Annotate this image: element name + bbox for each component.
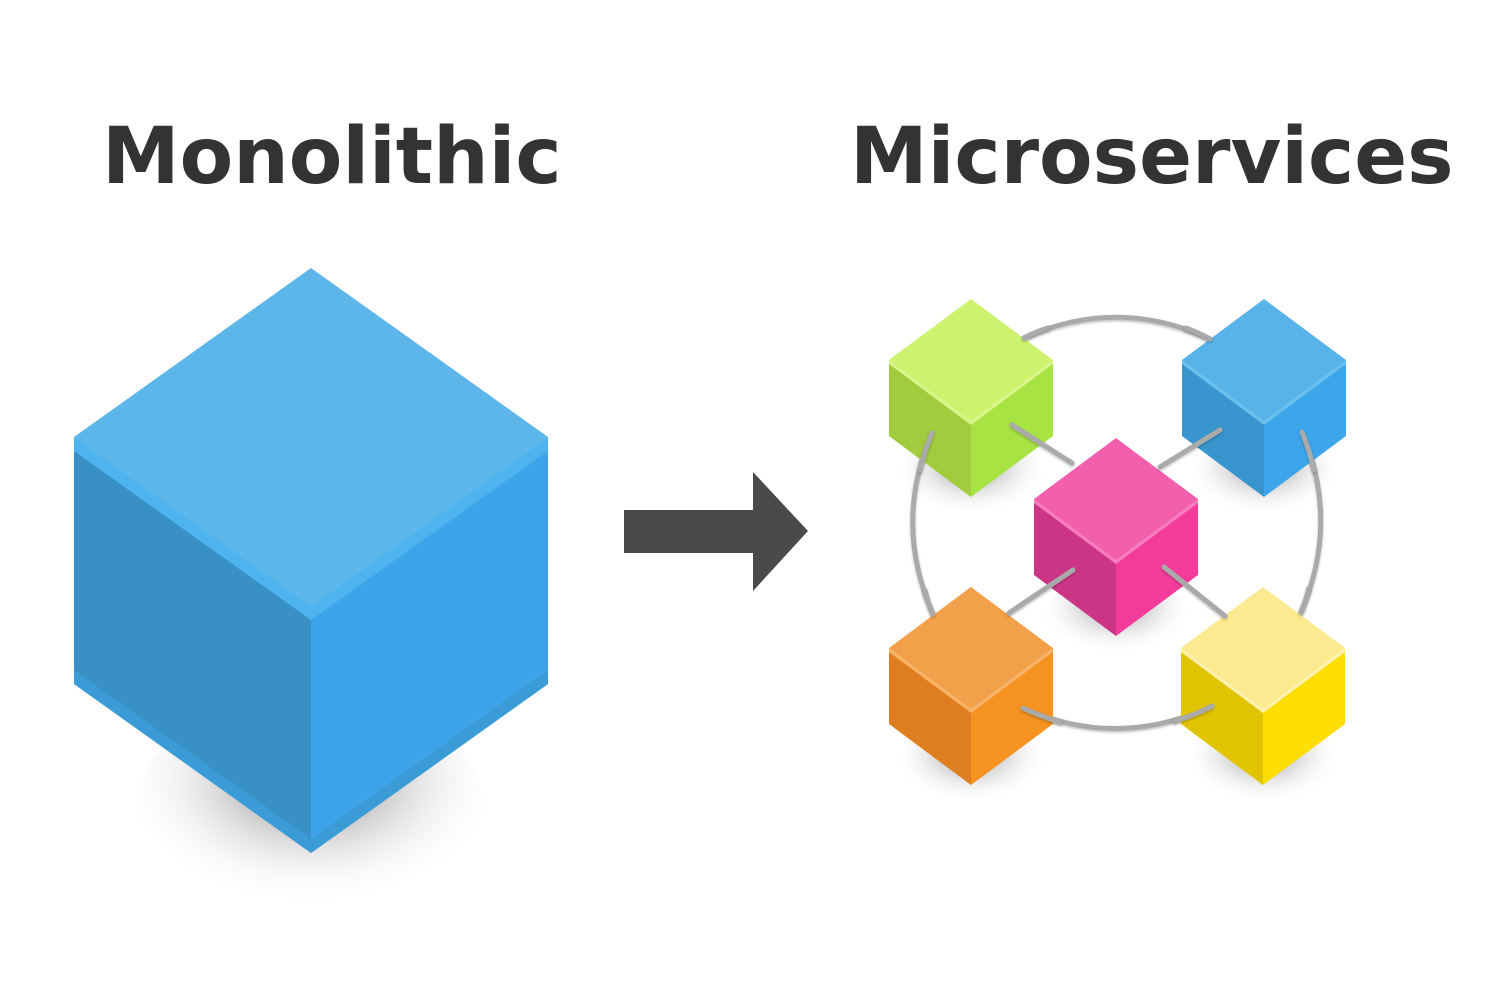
service-cube-green-top-face: [889, 299, 1053, 421]
arc-end-green-top: [1021, 325, 1051, 341]
service-cubes: [889, 299, 1346, 785]
service-cube-yellow-top-face: [1181, 587, 1345, 709]
service-cube-orange-left-face: [889, 648, 971, 785]
service-cube-blue-right-face: [1264, 360, 1346, 497]
arc-end-yellow-bottom: [1172, 703, 1215, 724]
service-cube-orange: [889, 587, 1053, 785]
service-cube-pink: [1034, 438, 1198, 636]
right-arrow-icon: [624, 472, 808, 591]
arc-end-green-left: [917, 430, 935, 473]
monolithic-title: Monolithic: [102, 112, 562, 202]
spoke-orange-pink: [1006, 567, 1076, 616]
service-cube-blue: [1182, 299, 1346, 497]
service-cube-pink-top-face: [1034, 438, 1198, 560]
service-cube-orange-right-face: [971, 648, 1053, 785]
arc-end-yellow-right: [1298, 585, 1312, 615]
service-cube-green-right-face: [971, 360, 1053, 497]
service-cube-pink-left-face: [1034, 499, 1116, 636]
arc-end-blue-right: [1299, 429, 1317, 473]
arc-end-orange-left: [922, 587, 936, 617]
service-cube-green-left-face: [889, 360, 971, 497]
service-cube-blue-top-face: [1182, 299, 1346, 421]
spoke-green-pink: [1009, 422, 1075, 466]
spoke-yellow-pink: [1161, 564, 1228, 619]
monolith-top-face: [74, 268, 548, 606]
arc-end-blue-top: [1183, 325, 1213, 342]
service-cube-yellow-left-face: [1181, 648, 1263, 785]
connector-arc-top: [1021, 314, 1213, 342]
monolith-right-face: [311, 437, 548, 853]
service-cube-yellow-right-face: [1263, 648, 1345, 785]
service-cube-blue-left-face: [1182, 360, 1264, 497]
arc-end-orange-bottom: [1020, 705, 1063, 725]
spoke-blue-pink: [1157, 427, 1223, 470]
monolith-cube: [74, 268, 548, 853]
service-cube-orange-top-face: [889, 587, 1053, 709]
connector-spokes: [917, 325, 1317, 725]
service-cube-green: [889, 299, 1053, 497]
service-cube-pink-right-face: [1116, 499, 1198, 636]
service-cube-yellow: [1181, 587, 1345, 785]
microservices-title: Microservices: [850, 112, 1454, 202]
monolith-left-face: [74, 437, 311, 853]
